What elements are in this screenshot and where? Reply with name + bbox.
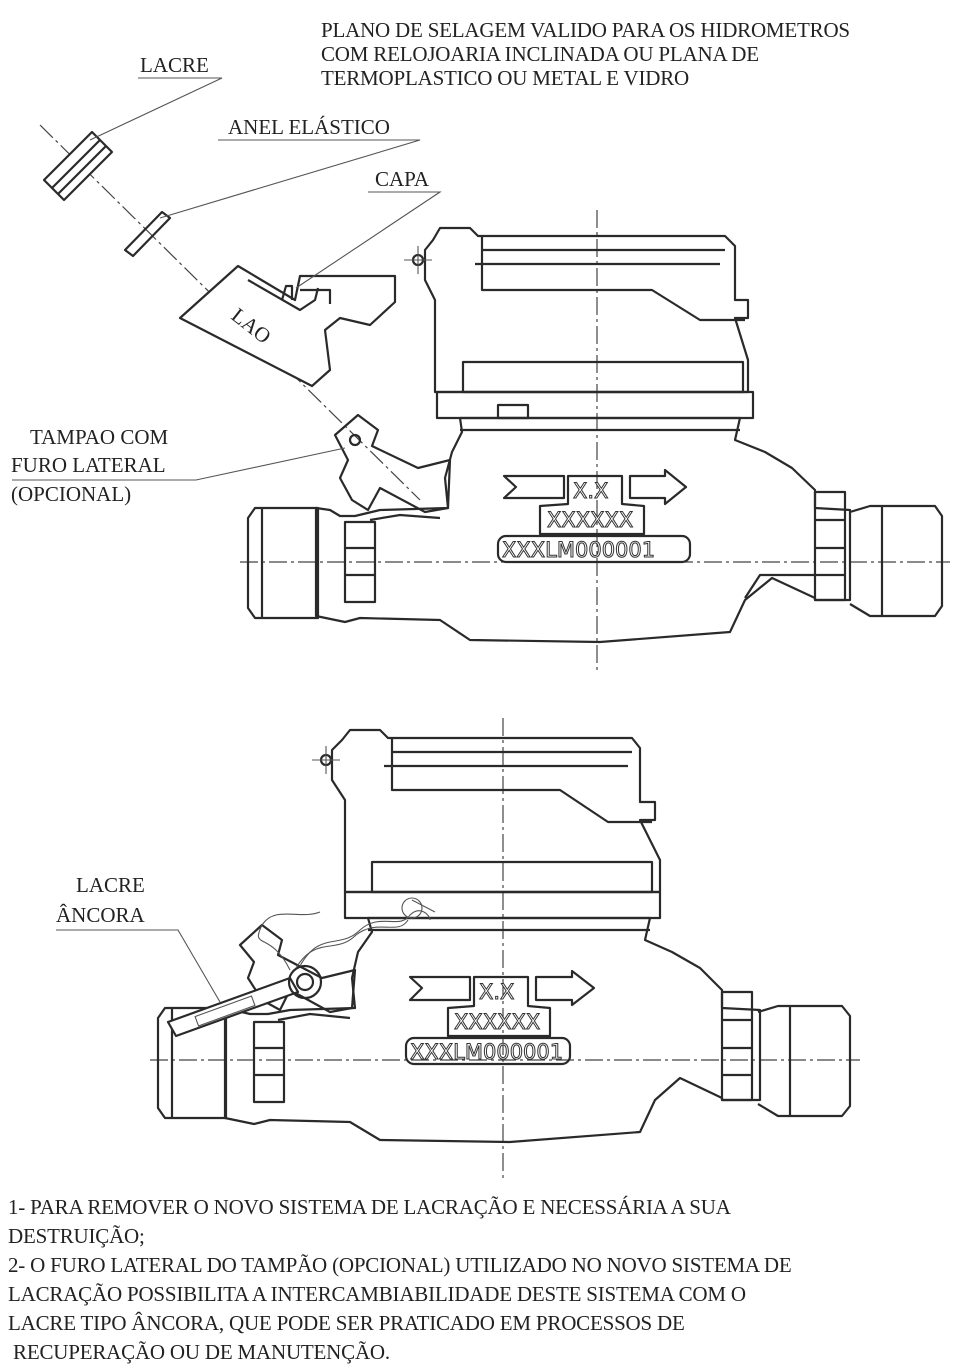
bottom-marking-serial: XXXLM000001 — [410, 1040, 563, 1064]
bottom-meter-figure: X.X XXXXXX XXXLM000001 LACRE ÂNCORA — [56, 718, 860, 1180]
top-elastic-ring — [123, 210, 172, 258]
label-tampao-line-2: FURO LATERAL — [11, 453, 166, 477]
label-tampao-line-3: (OPCIONAL) — [11, 482, 131, 506]
top-meter-figure: LAO X.X XXXXXX XXXLM000001 — [11, 53, 950, 672]
top-cover-capa: LAO — [178, 264, 397, 388]
top-meter-body — [314, 416, 852, 644]
title-line-1: PLANO DE SELAGEM VALIDO PARA OS HIDROMET… — [321, 18, 850, 42]
top-right-connection — [813, 490, 944, 618]
top-plug-with-lateral-hole — [333, 413, 452, 514]
bottom-register-housing — [312, 728, 662, 920]
bottom-anchor-seal — [166, 897, 436, 1038]
title-line-3: TERMOPLASTICO OU METAL E VIDRO — [321, 66, 689, 90]
top-marking-code: X.X — [573, 479, 608, 503]
bottom-body-markings: X.X XXXXXX XXXLM000001 — [404, 969, 596, 1066]
top-marking-serial: XXXLM000001 — [502, 538, 655, 562]
bottom-meter-body — [223, 916, 762, 1144]
top-register-housing — [404, 226, 755, 420]
bottom-marking-middle: XXXXXX — [454, 1010, 540, 1034]
top-leader-lines — [12, 77, 442, 481]
note-line-2: DESTRUIÇÃO; — [8, 1224, 145, 1248]
note-line-5: LACRE TIPO ÂNCORA, QUE PODE SER PRATICAD… — [8, 1311, 685, 1335]
drawing-title: PLANO DE SELAGEM VALIDO PARA OS HIDROMET… — [321, 18, 966, 90]
top-seal-lacre — [42, 130, 114, 202]
bottom-marking-code: X.X — [479, 980, 514, 1004]
label-lacre-ancora-line-2: ÂNCORA — [56, 903, 146, 927]
label-capa: CAPA — [375, 167, 430, 191]
note-line-6: RECUPERAÇÃO OU DE MANUTENÇÃO. — [8, 1340, 390, 1364]
label-tampao-line-1: TAMPAO COM — [30, 425, 168, 449]
top-body-markings: X.X XXXXXX XXXLM000001 — [496, 468, 692, 564]
bottom-leader-line — [56, 929, 221, 1003]
label-lacre: LACRE — [140, 53, 209, 77]
bottom-right-connection — [720, 990, 852, 1118]
top-marking-middle: XXXXXX — [547, 508, 633, 532]
label-anel-elastico: ANEL ELÁSTICO — [228, 115, 390, 139]
note-line-1: 1- PARA REMOVER O NOVO SISTEMA DE LACRAÇ… — [8, 1195, 731, 1219]
technical-drawing: LAO X.X XXXXXX XXXLM000001 — [11, 53, 950, 1180]
label-lacre-ancora-line-1: LACRE — [76, 873, 145, 897]
note-line-3: 2- O FURO LATERAL DO TAMPÃO (OPCIONAL) U… — [8, 1253, 792, 1277]
notes-block: 1- PARA REMOVER O NOVO SISTEMA DE LACRAÇ… — [8, 1193, 968, 1367]
title-line-2: COM RELOJOARIA INCLINADA OU PLANA DE — [321, 42, 759, 66]
note-line-4: LACRAÇÃO POSSIBILITA A INTERCAMBIABILIDA… — [8, 1282, 746, 1306]
top-left-connection — [246, 506, 377, 620]
